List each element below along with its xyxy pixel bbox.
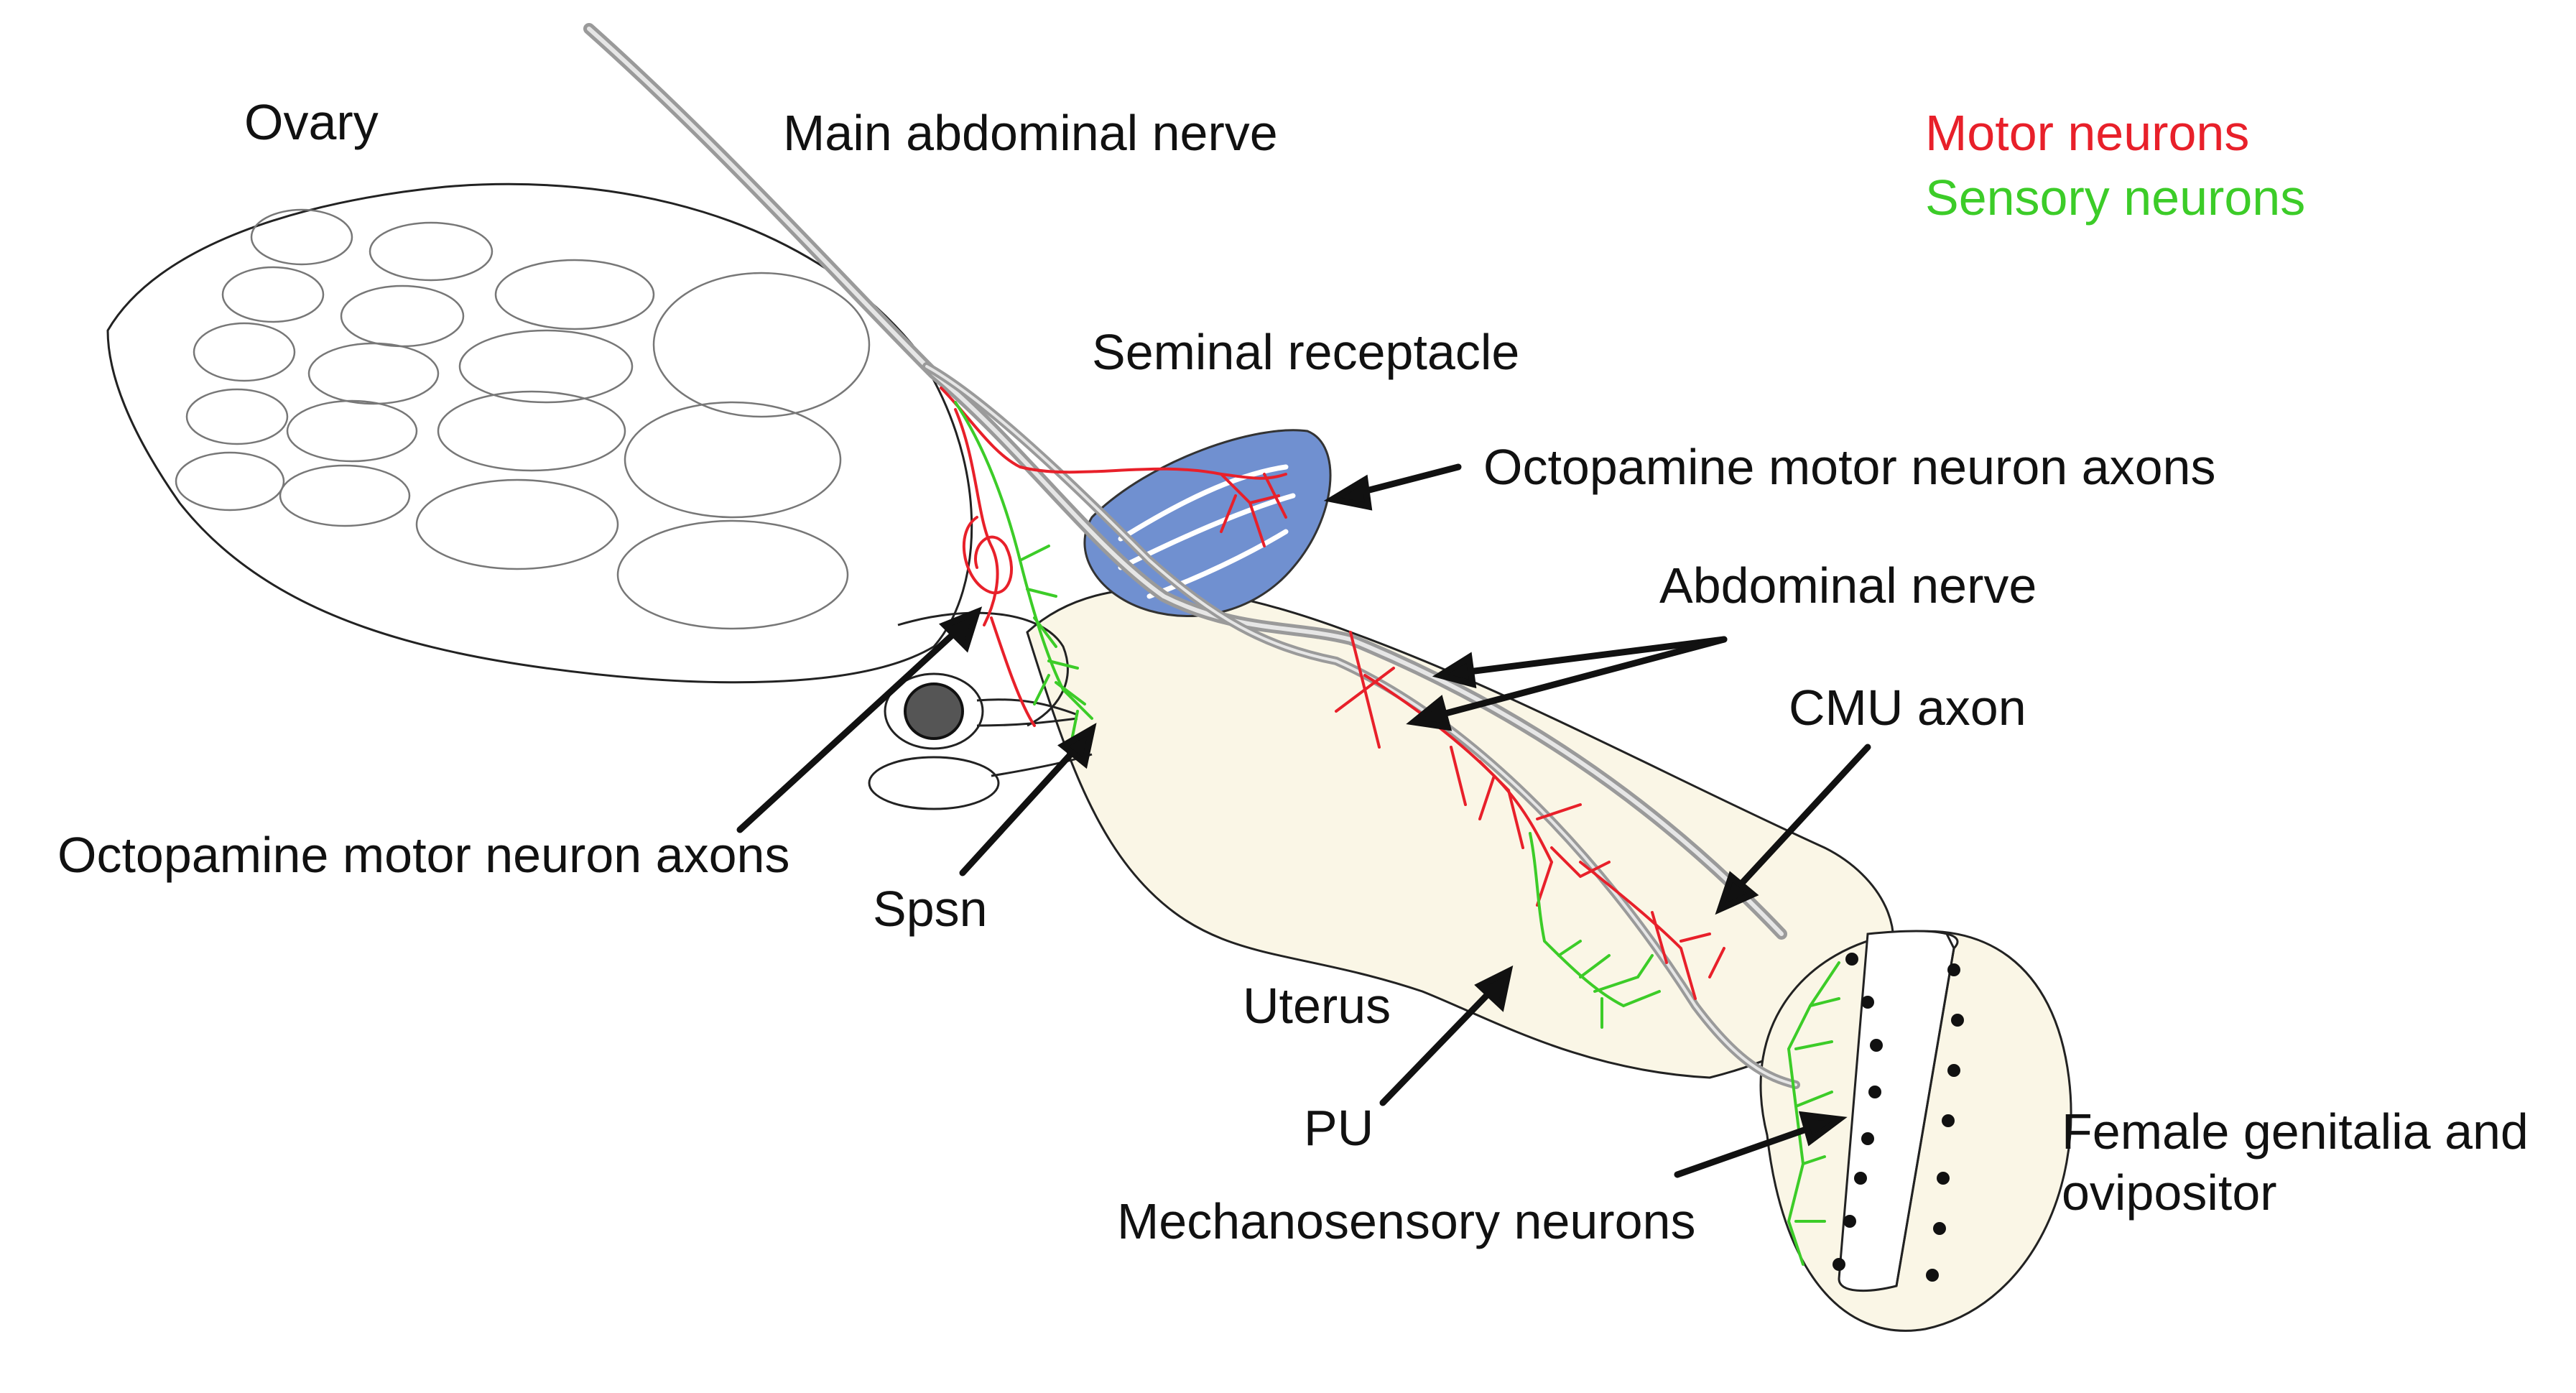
seminal-receptacle-label: Seminal receptacle <box>1092 324 1520 380</box>
egg-chambers <box>175 208 871 630</box>
spermatheca-inner <box>904 682 964 740</box>
abdominal-nerve-label: Abdominal nerve <box>1659 557 2037 614</box>
annotation-arrows <box>736 463 1871 1178</box>
arrowhead-spsn <box>1057 723 1097 769</box>
cmu-axon-label: CMU axon <box>1789 680 2026 736</box>
pu-label: PU <box>1304 1100 1374 1156</box>
arrowhead-pu <box>1474 965 1514 1012</box>
arrowhead-octopamine-left <box>938 606 983 653</box>
arrow-abdominal-nerve-1 <box>1465 636 1728 675</box>
arrowhead-mechanosensory <box>1798 1111 1848 1147</box>
arrow-cmu-axon <box>1731 744 1871 894</box>
arrowhead-abdominal-nerve-1 <box>1432 652 1477 689</box>
ovary-label: Ovary <box>244 94 379 150</box>
arrow-octopamine-right <box>1358 463 1462 496</box>
female-genitalia-label-line1: Female genitalia and <box>2062 1103 2529 1160</box>
arrow-octopamine-left <box>736 629 959 833</box>
octopamine-motor-neuron-axons-left-label: Octopamine motor neuron axons <box>57 827 790 883</box>
main-abdominal-nerve <box>583 23 1800 1089</box>
ovary-shape <box>106 182 973 684</box>
sensilla-dots <box>1833 953 1964 1282</box>
arrowhead-octopamine-right <box>1323 474 1373 511</box>
arrow-abdominal-nerve-2 <box>1437 636 1728 718</box>
octopamine-motor-neuron-axons-right-label: Octopamine motor neuron axons <box>1483 439 2216 495</box>
sensory-neuron-branches <box>954 401 1840 1266</box>
arrowhead-cmu-axon <box>1715 871 1759 915</box>
legend-sensory-neurons: Sensory neurons <box>1925 170 2306 226</box>
seminal-receptacle-shape <box>1083 429 1332 617</box>
uterus-label: Uterus <box>1243 978 1391 1034</box>
legend-motor-neurons: Motor neurons <box>1925 105 2250 161</box>
lateral-oviduct <box>897 611 1069 727</box>
main-abdominal-nerve-label: Main abdominal nerve <box>783 105 1278 161</box>
genitalia-ovipositor <box>1759 930 2072 1332</box>
mechanosensory-neurons-label: Mechanosensory neurons <box>1117 1193 1696 1249</box>
parovaria <box>868 756 1000 810</box>
arrow-pu <box>1379 988 1494 1106</box>
arrowhead-abdominal-nerve-2 <box>1406 695 1453 731</box>
spsn-label: Spsn <box>873 881 988 937</box>
female-genitalia-label-line2: ovipositor <box>2062 1165 2277 1221</box>
motor-neuron-branches <box>940 387 1725 1000</box>
arrow-spsn <box>959 747 1078 876</box>
arrow-mechanosensory <box>1674 1124 1814 1178</box>
